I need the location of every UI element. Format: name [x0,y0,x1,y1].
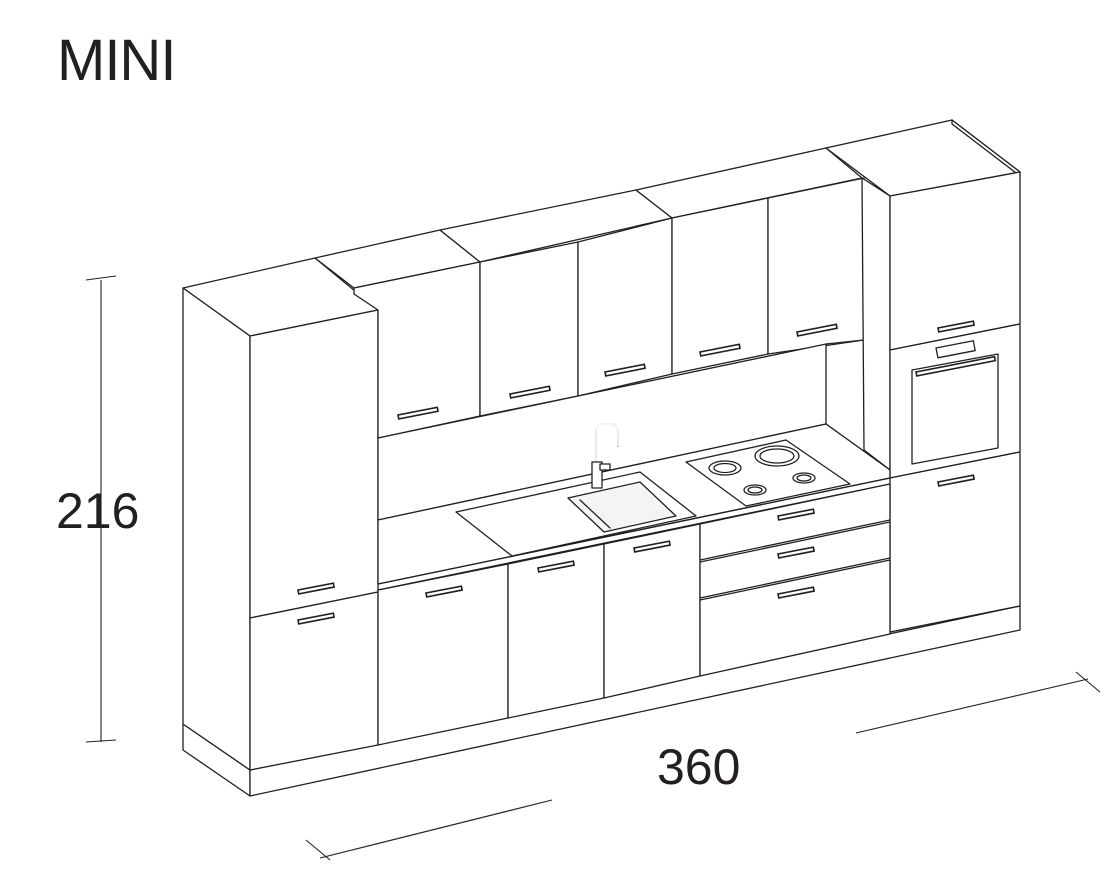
sink [455,471,697,557]
oven-handle [915,355,997,377]
height-dimension: 216 [56,275,139,743]
tall-lower-handle [297,612,336,625]
sink-bowl [567,481,677,533]
height-label: 216 [56,483,139,539]
left-tall-column [182,257,379,771]
tall-upper-door [249,309,379,619]
base-units [377,483,891,746]
drawing-title: MINI [57,28,175,93]
oven [911,353,999,465]
wall-units [353,177,865,439]
drawer-1 [699,483,891,561]
base-door-2 [507,543,605,719]
oven-display [935,340,976,359]
drawer-3 [699,559,891,677]
width-dimension: 360 [305,671,1101,861]
tap [591,423,619,489]
base-door-3 [603,523,701,699]
width-label: 360 [657,739,740,795]
right-tall-column [825,119,1021,633]
hob [685,439,851,507]
drawer-2 [699,521,891,599]
tall-upper-handle [297,582,336,595]
tall-right-upper-door [889,171,1021,351]
